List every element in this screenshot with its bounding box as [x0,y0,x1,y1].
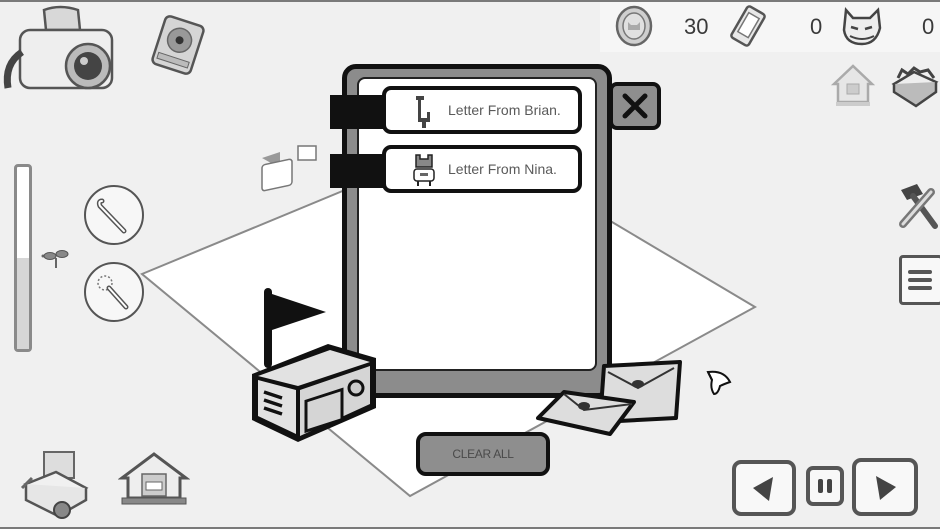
wand-tool-icon [97,275,129,310]
letter-label: Letter From Nina. [448,161,557,177]
letter-item-nina[interactable]: Letter From Nina. [382,145,582,193]
camera-icon[interactable] [0,4,130,96]
mask-count: 0 [922,14,935,39]
letter-tab-flag [330,154,388,188]
cat-coin-icon [615,5,653,47]
growth-slider[interactable] [14,164,32,352]
clear-all-button[interactable]: CLEAR ALL [416,432,550,476]
house-icon[interactable] [830,62,876,108]
envelopes-icon[interactable] [534,360,684,440]
next-button[interactable] [852,458,918,516]
prev-button[interactable] [732,460,796,516]
robot-cat-icon [413,154,435,186]
pause-icon [818,479,832,493]
cane-tool-icon [96,198,127,234]
wand-tool-button[interactable] [84,262,144,322]
clear-all-label: CLEAR ALL [452,447,514,461]
small-mailbox-icon[interactable] [258,142,322,198]
record-book-icon[interactable] [150,14,206,76]
close-icon [622,93,648,119]
ticket-count: 0 [810,14,823,39]
dinosaur-icon [416,96,430,128]
tools-hammer-icon[interactable] [893,182,940,232]
slider-fill [17,258,29,349]
cane-tool-button[interactable] [84,185,144,245]
arrow-left-icon [753,477,773,501]
cursor-icon [706,370,732,396]
letter-label: Letter From Brian. [448,102,561,118]
letter-tab-flag [330,95,388,129]
arrow-right-icon [876,476,896,500]
cat-mask-icon [842,7,882,46]
ticket-icon [730,5,766,47]
mail-radio-icon[interactable] [248,284,380,448]
gift-box-icon[interactable] [888,64,940,110]
letter-item-brian[interactable]: Letter From Brian. [382,86,582,134]
storage-box-icon[interactable] [20,448,94,520]
menu-list-icon [908,270,932,290]
menu-list-button[interactable] [899,255,940,305]
pause-button[interactable] [806,466,844,506]
cabin-icon[interactable] [118,450,190,510]
close-button[interactable] [609,82,661,130]
currency-bar: 30 0 0 [600,2,940,52]
coin-count: 30 [684,14,709,39]
sprout-icon [41,250,69,268]
